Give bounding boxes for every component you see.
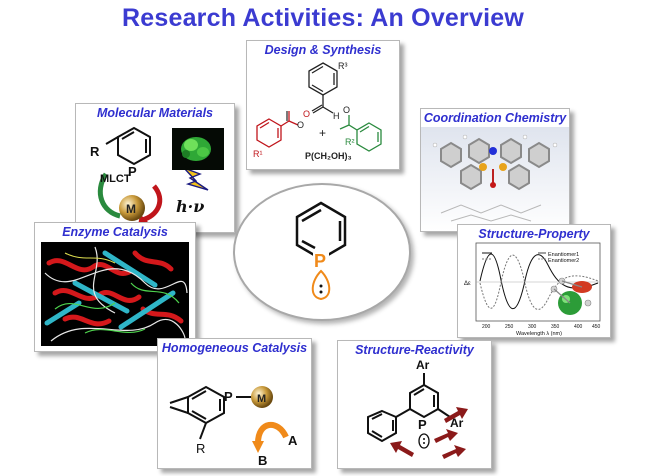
structure-property-label: Structure-Property (478, 227, 590, 241)
coordination-chemistry-label: Coordination Chemistry (423, 111, 567, 125)
aldehyde-h: H (333, 111, 340, 121)
design-synthesis-label: Design & Synthesis (264, 43, 382, 57)
structure-property-panel: Structure-Property Enantiomer1 Enantiome… (457, 224, 611, 338)
x-tick-5: 450 (592, 324, 601, 330)
phosphorus-atom: P (314, 251, 326, 271)
hv-label: h·ν (176, 197, 204, 216)
cd-spectrum-plot: Enantiomer1 Enantiomer2 Δε 200 250 300 3… (464, 242, 601, 337)
aryl-top: Ar (416, 358, 430, 372)
svg-text:O: O (297, 120, 304, 130)
product-b: B (258, 453, 267, 468)
homogeneous-catalysis-panel: Homogeneous Catalysis P M R A B (157, 338, 312, 469)
metal-sphere (251, 386, 273, 408)
lightning-icon (183, 167, 209, 191)
reagent-label: P(CH₂OH)₃ (305, 151, 352, 161)
r2-substituent: R² (345, 137, 355, 147)
molecular-materials-scheme: R P MLCT M h·ν (90, 126, 224, 226)
phosphorus-atom: P (128, 164, 137, 179)
aryl-right: Ar (450, 416, 464, 430)
x-tick-1: 250 (505, 324, 514, 330)
x-axis-label: Wavelength λ (nm) (516, 331, 562, 337)
phosphinine-structure: P (295, 201, 347, 301)
r-group: R (196, 441, 205, 456)
r-group: R (90, 144, 100, 159)
homogeneous-catalysis-label: Homogeneous Catalysis (161, 341, 308, 355)
design-synthesis-scheme: R³ O H O R¹ + P(CH₂OH)₃ O R² (253, 61, 382, 161)
y-axis-label: Δε (464, 281, 471, 287)
svg-text:O: O (343, 105, 350, 115)
enzyme-catalysis-label: Enzyme Catalysis (62, 225, 168, 239)
legend-enantiomer1: Enantiomer1 (548, 252, 579, 258)
structure-reactivity-panel: Structure-Reactivity Ar Ar P (337, 340, 492, 469)
lone-pair-orbital (311, 269, 331, 301)
enzyme-catalysis-panel: Enzyme Catalysis (34, 222, 196, 352)
metal-label: M (257, 393, 266, 405)
enzyme-protein-structure (41, 242, 189, 346)
r1-substituent: R¹ (253, 149, 263, 159)
coordination-chemistry-panel: Coordination Chemistry (420, 108, 570, 232)
x-tick-3: 350 (551, 324, 560, 330)
structure-reactivity-scheme: Ar Ar P (367, 358, 468, 459)
design-synthesis-panel: Design & Synthesis R³ O H O R¹ + (246, 40, 400, 170)
molecular-materials-label: Molecular Materials (96, 106, 213, 120)
svg-text:O: O (303, 109, 310, 119)
metal-sphere (119, 195, 145, 221)
x-tick-4: 400 (574, 324, 583, 330)
phosphorus-atom: P (418, 417, 427, 432)
coordination-crystal-structure (421, 127, 569, 231)
x-tick-0: 200 (482, 324, 491, 330)
phosphorus-atom: P (224, 389, 233, 404)
phosphinine-center-circle: P (233, 183, 411, 321)
molecular-materials-panel: Molecular Materials R P MLCT (75, 103, 235, 233)
reactant-a: A (288, 433, 298, 448)
structure-reactivity-label: Structure-Reactivity (355, 343, 474, 357)
homogeneous-catalysis-scheme: P M R A B (169, 385, 298, 468)
r3-substituent: R³ (338, 61, 348, 71)
mlct-label: MLCT (100, 173, 131, 185)
metal-label: M (126, 202, 136, 216)
x-tick-2: 300 (528, 324, 537, 330)
plus-sign: + (319, 126, 326, 140)
page-title: Research Activities: An Overview (122, 4, 524, 32)
legend-enantiomer2: Enantiomer2 (548, 258, 579, 264)
